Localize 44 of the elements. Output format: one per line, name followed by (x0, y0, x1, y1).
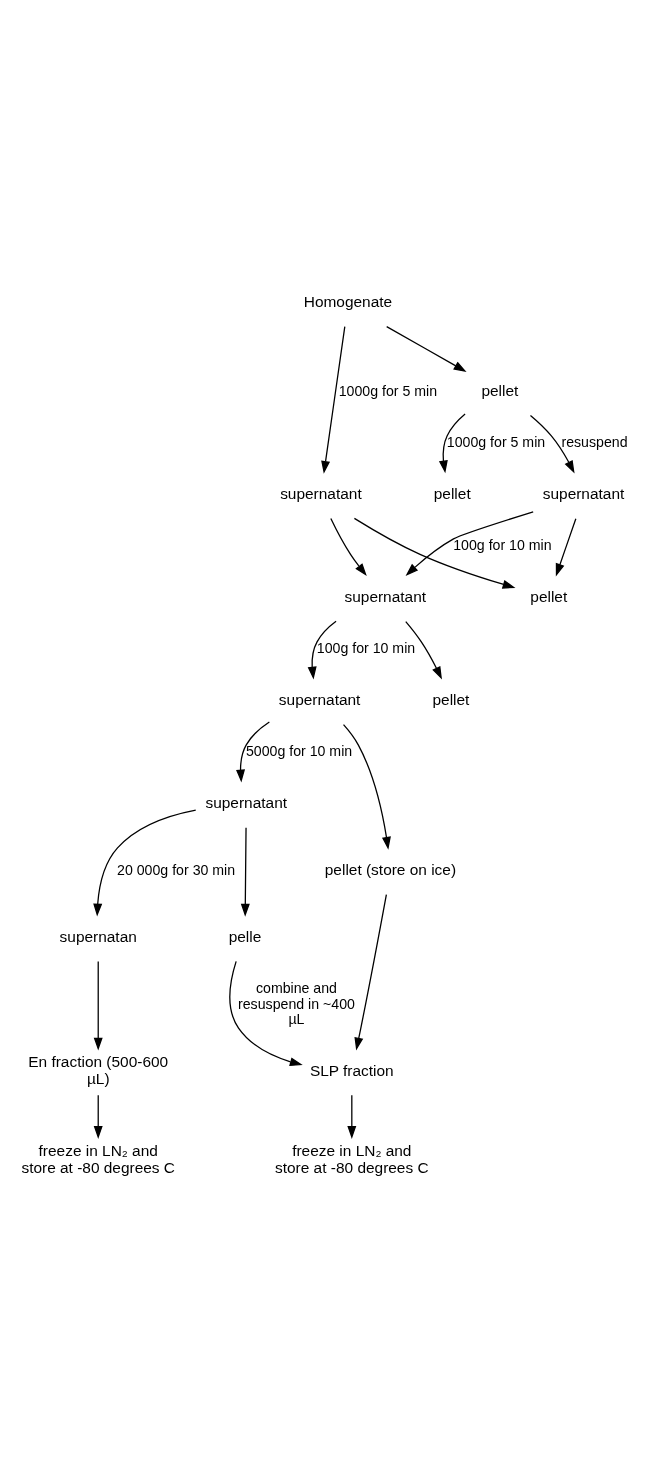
arrow (555, 517, 577, 576)
node-text: pellet (481, 381, 519, 399)
arrow (330, 517, 367, 576)
arrow (93, 1094, 103, 1139)
arrow (342, 723, 391, 850)
node-text: pellet (530, 587, 568, 605)
node-text: SLP fraction (309, 1061, 394, 1079)
node-text: En fraction (500-600 µL) (28, 1052, 169, 1087)
arrow (307, 620, 337, 680)
arrow (229, 960, 303, 1066)
arrow (236, 720, 270, 782)
arrow (386, 325, 467, 372)
arrow (405, 510, 534, 576)
node-text: supernatant (542, 484, 625, 502)
node-text: supernatan (59, 927, 137, 945)
edge-label: 1000g for 5 min (338, 382, 438, 399)
node-text: supernatant (344, 587, 427, 605)
edge-label: 5000g for 10 min (245, 742, 353, 759)
node-text: pellet (433, 484, 471, 502)
node-text: pelle (228, 927, 262, 945)
node-text: supernatant (280, 484, 362, 502)
node-text: freeze in LN₂ and store at -80 degrees C (275, 1141, 429, 1176)
edge-label: 1000g for 5 min (446, 433, 546, 450)
arrow (529, 414, 575, 473)
arrow (347, 1094, 357, 1139)
edge-label: resuspend (561, 433, 628, 450)
node-text: pellet (store on ice) (324, 860, 457, 878)
node-text: supernatant (205, 793, 288, 811)
edge-label: combine and resuspend in ~400 µL (238, 979, 355, 1027)
arrow (321, 325, 346, 474)
node-text: Homogenate (303, 292, 393, 310)
node-text: supernatant (278, 690, 361, 708)
edge-label: 100g for 10 min (453, 536, 552, 553)
arrow (240, 826, 250, 917)
arrow (93, 960, 103, 1051)
node-text: freeze in LN₂ and store at -80 degrees C (21, 1141, 176, 1176)
edge-label: 20 000g for 30 min (117, 861, 236, 878)
arrow (438, 412, 466, 473)
arrow (405, 620, 442, 679)
node-text: pellet (432, 690, 470, 708)
arrow (354, 893, 387, 1050)
arrow (93, 808, 197, 917)
arrow (353, 517, 516, 589)
edge-label: 100g for 10 min (316, 639, 416, 656)
